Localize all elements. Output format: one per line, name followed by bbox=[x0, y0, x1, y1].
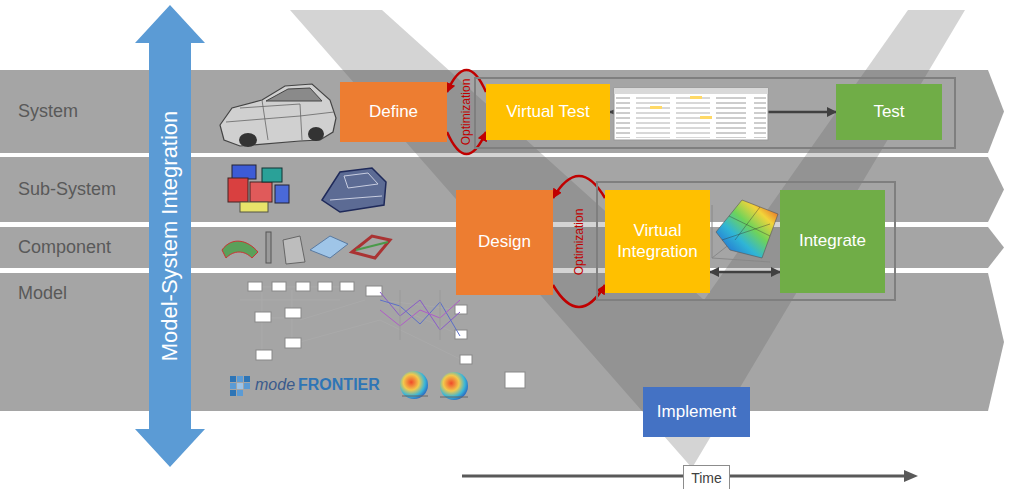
plot-icons bbox=[400, 371, 428, 399]
group-outline bbox=[475, 78, 955, 148]
surface-plot bbox=[712, 200, 778, 262]
subsystem-blocks bbox=[250, 182, 272, 202]
workflow-diagram bbox=[505, 372, 525, 388]
component-parts bbox=[222, 241, 258, 258]
car-illustration bbox=[220, 84, 336, 147]
level-label: Sub-System bbox=[18, 179, 116, 200]
edge-label: Optimization bbox=[459, 79, 473, 146]
integrate-box: Integrate bbox=[780, 190, 885, 293]
workflow-diagram bbox=[366, 286, 382, 296]
body-in-white bbox=[330, 173, 382, 200]
surface-plot bbox=[722, 207, 770, 240]
workflow-diagram bbox=[248, 282, 262, 291]
workflow-diagram bbox=[285, 338, 301, 348]
logo-icon bbox=[237, 383, 243, 389]
define-box: Define bbox=[340, 82, 447, 142]
test-box: Test bbox=[836, 84, 942, 140]
time-axis bbox=[904, 470, 918, 482]
workflow-diagram bbox=[455, 305, 467, 314]
subsystem-blocks bbox=[228, 165, 289, 212]
component-parts bbox=[352, 236, 390, 258]
level-label: System bbox=[18, 101, 78, 122]
workflow-diagram bbox=[240, 282, 525, 388]
component-parts bbox=[356, 242, 388, 250]
workflow-diagram bbox=[340, 282, 354, 291]
workflow-diagram bbox=[318, 282, 332, 291]
logo-icon bbox=[230, 376, 250, 396]
logo-text: mode bbox=[255, 376, 295, 394]
node-label: Time bbox=[691, 470, 722, 486]
workflow-diagram bbox=[255, 312, 271, 322]
time-label-box: Time bbox=[683, 465, 730, 489]
workflow-diagram bbox=[380, 300, 460, 336]
results-table bbox=[614, 88, 768, 140]
arrow-shape bbox=[135, 5, 205, 467]
subsystem-blocks bbox=[262, 168, 282, 182]
design-box: Design bbox=[456, 190, 553, 295]
workflow-diagram bbox=[296, 282, 310, 291]
car-illustration bbox=[308, 127, 324, 141]
logo-icon bbox=[230, 383, 236, 389]
plot-icons bbox=[400, 371, 468, 400]
workflow-diagram bbox=[400, 290, 401, 340]
car-illustration bbox=[226, 100, 334, 140]
results-table bbox=[616, 96, 766, 138]
virtual-box: Virtual Integration bbox=[605, 190, 710, 293]
component-parts bbox=[310, 236, 348, 258]
implement-box: Implement bbox=[643, 387, 750, 437]
plot-icons bbox=[440, 372, 468, 400]
body-in-white bbox=[322, 168, 386, 212]
virtual-box: Virtual Test bbox=[486, 84, 610, 140]
subsystem-blocks bbox=[228, 178, 248, 202]
level-label: Component bbox=[18, 237, 111, 258]
node-label: Virtual Integration bbox=[611, 221, 704, 262]
workflow-diagram bbox=[380, 300, 460, 326]
car-illustration bbox=[266, 88, 322, 101]
subsystem-blocks bbox=[240, 202, 268, 212]
logo-icon bbox=[237, 376, 243, 382]
workflow-diagram bbox=[285, 308, 301, 318]
component-parts bbox=[266, 232, 271, 263]
results-table bbox=[690, 96, 702, 99]
subsystem-blocks bbox=[275, 185, 289, 203]
level-label: Model bbox=[18, 283, 67, 304]
logo-icon bbox=[230, 390, 236, 396]
node-label: Implement bbox=[657, 402, 736, 422]
node-label: Test bbox=[873, 102, 904, 122]
node-label: Integrate bbox=[799, 231, 866, 251]
workflow-diagram bbox=[440, 290, 441, 340]
logo-icon bbox=[244, 383, 250, 389]
node-label: Model-System Integration bbox=[157, 111, 183, 362]
results-table bbox=[650, 106, 662, 109]
node-label: Virtual Test bbox=[506, 102, 589, 122]
node-label: Design bbox=[478, 232, 531, 252]
v-inner bbox=[382, 10, 908, 300]
group-outline bbox=[597, 182, 895, 300]
results-table bbox=[700, 116, 712, 119]
workflow-diagram bbox=[240, 287, 462, 360]
workflow-diagram bbox=[272, 282, 286, 291]
body-in-white bbox=[322, 168, 386, 212]
logo-icon bbox=[237, 390, 243, 396]
node-label: Define bbox=[369, 102, 418, 122]
surface-plot bbox=[716, 200, 778, 258]
car-illustration bbox=[220, 84, 336, 146]
plot-icons bbox=[402, 396, 468, 397]
logo-icon bbox=[244, 376, 250, 382]
component-parts bbox=[222, 232, 390, 264]
logo-text: FRONTIER bbox=[298, 376, 380, 394]
workflow-diagram bbox=[460, 355, 472, 364]
subsystem-blocks bbox=[232, 165, 256, 179]
integration-arrow: Model-System Integration bbox=[135, 5, 205, 467]
edge-label: Optimization bbox=[572, 208, 586, 275]
results-table bbox=[614, 88, 768, 94]
results-table bbox=[614, 88, 768, 140]
logo-icon bbox=[230, 376, 236, 382]
exchange-arrow bbox=[710, 271, 780, 274]
workflow-diagram bbox=[256, 350, 272, 360]
car-illustration bbox=[239, 133, 257, 147]
component-parts bbox=[283, 236, 305, 264]
